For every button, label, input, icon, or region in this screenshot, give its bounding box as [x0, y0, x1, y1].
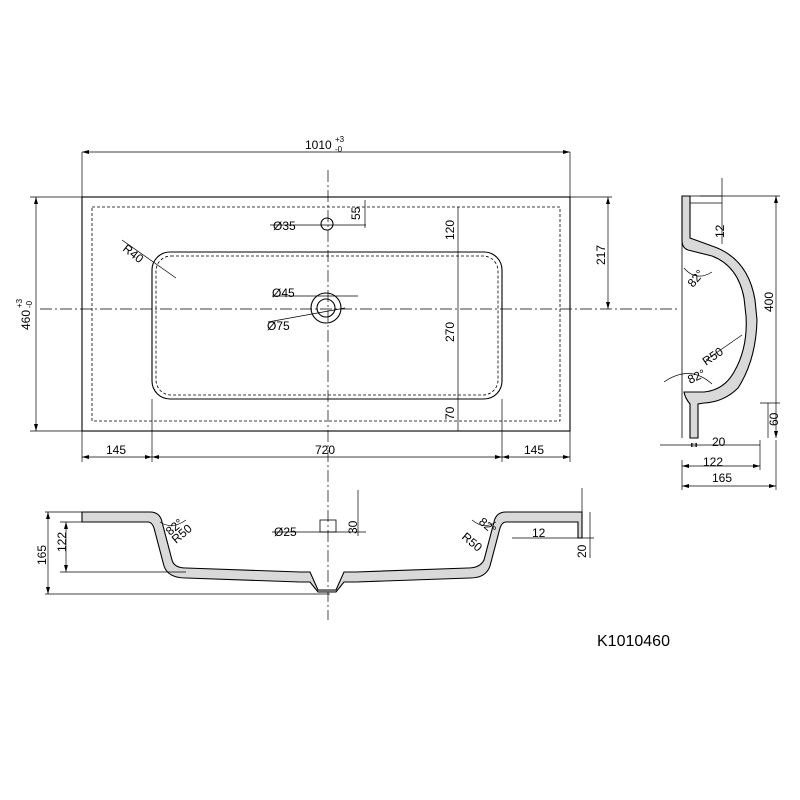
front-tap-height-label: 30	[346, 520, 360, 534]
front-height-165-label: 165	[35, 545, 49, 565]
basin-outline	[81, 196, 571, 432]
front-ledge-20-label: 20	[575, 544, 589, 558]
drain-outer	[310, 292, 342, 324]
inner-ledge-outline	[91, 206, 561, 422]
width-tol-upper: +3	[335, 135, 345, 144]
bowl-width-label: 720	[315, 443, 335, 457]
width-tol-lower: -0	[335, 145, 343, 154]
front-ledge-12-label: 12	[532, 526, 546, 540]
side-dim-122-label: 122	[703, 455, 723, 469]
depth-tol-lower: -0	[25, 300, 34, 308]
model-number: K1010460	[597, 633, 670, 650]
bowl-outline	[151, 251, 503, 400]
side-radius-label: R50	[700, 344, 726, 368]
front-height-122-label: 122	[55, 532, 69, 552]
drain-inner	[316, 298, 336, 318]
center-to-back-label: 217	[594, 245, 608, 265]
side-dim-20-label: 20	[712, 435, 726, 449]
side-view: 400 12 82° R50 82° 60 20 122 165	[660, 178, 781, 490]
tap-hole-offset-label: 55	[349, 206, 363, 220]
right-margin-label: 145	[524, 443, 544, 457]
side-angle-top-label: 82°	[685, 267, 708, 290]
depth-dim: 460	[19, 310, 33, 330]
side-depth-label: 400	[762, 292, 776, 312]
front-section-profile	[81, 511, 583, 593]
bowl-depth-label: 270	[443, 322, 457, 342]
side-dim-60-label: 60	[767, 412, 781, 426]
drain-inner-label: Ø45	[272, 286, 295, 300]
tap-to-bowl-label: 120	[443, 220, 457, 240]
side-dim-165-label: 165	[712, 471, 732, 485]
tap-hole-dia-label: Ø35	[273, 219, 296, 233]
front-tap-hole-dia-label: Ø25	[274, 525, 297, 539]
side-section-profile	[681, 195, 758, 439]
corner-radius-label: R40	[120, 241, 146, 266]
side-angle-bottom-label: 82°	[685, 366, 708, 386]
side-top-ledge-label: 12	[713, 224, 727, 238]
left-margin-label: 145	[106, 443, 126, 457]
front-margin-label: 70	[443, 406, 457, 420]
drain-outer-label: Ø75	[267, 319, 290, 333]
width-dim: 1010	[305, 138, 332, 152]
bowl-inner-outline	[155, 255, 499, 396]
front-radius-right-label: R50	[459, 530, 485, 555]
tap-hole	[320, 217, 334, 231]
front-view: 165 122 82° R50 Ø25 30 R50 82° 12 20	[35, 488, 594, 595]
depth-tol-upper: +3	[15, 298, 24, 308]
